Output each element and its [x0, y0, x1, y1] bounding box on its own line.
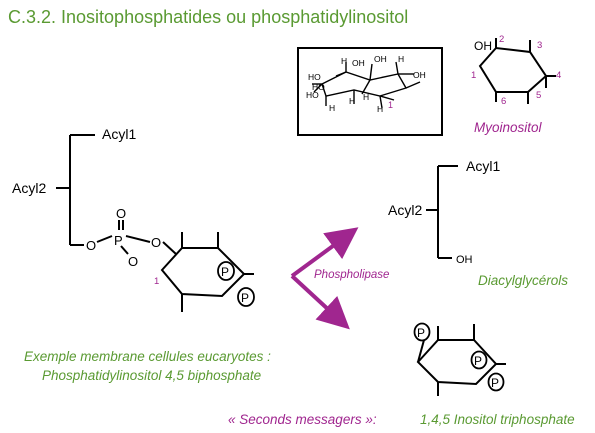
dag-backbone — [426, 165, 458, 259]
chair-structure-box: H OH OH H OH HO HO HO H H H H 1 — [297, 47, 443, 136]
phosphate-mark: P — [217, 261, 235, 281]
phosphate-mark: P — [470, 350, 488, 370]
svg-text:P: P — [474, 354, 482, 368]
position-number: 5 — [536, 90, 541, 101]
chair-label: H — [363, 92, 369, 102]
svg-text:P: P — [491, 376, 499, 390]
chair-label: HO — [312, 82, 325, 92]
dag-structure: Acyl1 Acyl2 OH — [388, 158, 500, 266]
page-title: C.3.2. Inositophosphatides ou phosphatid… — [8, 7, 409, 27]
phosphate-oxygen: O — [128, 254, 138, 269]
arrow-to-dag — [290, 227, 359, 278]
svg-text:P: P — [241, 291, 249, 305]
phospholipase-label: Phospholipase — [314, 269, 389, 281]
myoinositol-ring — [478, 38, 556, 104]
dag-acyl1-label: Acyl1 — [466, 158, 500, 174]
ip3-structure: P P P — [413, 322, 506, 396]
pip2-inositol-ring — [160, 232, 254, 312]
position-number: 6 — [501, 96, 506, 107]
chair-label: HO — [308, 72, 321, 82]
glycerol-backbone — [56, 134, 95, 246]
ester-oxygen: O — [151, 235, 161, 250]
chair-position-label: 1 — [388, 100, 393, 110]
dag-label: Diacylglycérols — [478, 273, 569, 288]
second-messengers-label: « Seconds messagers »: — [228, 412, 377, 427]
structure-frame — [297, 47, 443, 136]
position-number: 2 — [499, 34, 504, 45]
arrow-to-ip3 — [290, 274, 350, 330]
myoinositol-label: Myoinositol — [474, 120, 542, 135]
position-number: 1 — [471, 70, 476, 81]
phosphate-mark: P — [487, 372, 505, 392]
myoinositol-oh: OH — [474, 39, 492, 53]
pip2-caption-line1: Exemple membrane cellules eucaryotes : — [24, 349, 271, 364]
phosphate-mark: P — [413, 322, 431, 342]
chair-label: OH — [413, 70, 426, 80]
svg-text:P: P — [417, 326, 425, 340]
chair-label: H — [329, 103, 335, 113]
svg-text:P: P — [221, 265, 229, 279]
chair-ring — [312, 61, 421, 109]
phosphorus: P — [114, 233, 123, 248]
position-number: 4 — [556, 70, 561, 81]
chair-label: H — [349, 96, 355, 106]
chair-label: H — [398, 54, 404, 64]
phosphate-bonds — [96, 220, 151, 255]
dag-oh: OH — [456, 254, 473, 266]
phospholipase-arrows — [290, 227, 359, 330]
pip2-structure: Acyl1 Acyl2 O O P O O 1 P — [12, 126, 255, 312]
ester-oxygen: O — [86, 238, 96, 253]
phosphate-oxygen: O — [116, 206, 126, 221]
ip3-label: 1,4,5 Inositol triphosphate — [420, 412, 575, 427]
chair-label: H — [377, 104, 383, 114]
position-number: 1 — [154, 276, 159, 287]
position-number: 3 — [537, 40, 542, 51]
ip3-inositol-ring — [416, 324, 506, 396]
dag-acyl2-label: Acyl2 — [388, 202, 422, 218]
chair-label: OH — [374, 54, 387, 64]
phosphate-mark: P — [237, 287, 255, 307]
chair-label: OH — [352, 58, 365, 68]
chair-label: HO — [306, 90, 319, 100]
acyl1-label: Acyl1 — [102, 126, 136, 142]
chair-label: H — [341, 56, 347, 66]
acyl2-label: Acyl2 — [12, 180, 46, 196]
myoinositol-structure: OH 1 2 3 4 5 6 — [471, 34, 561, 107]
pip2-caption-line2: Phosphatidylinositol 4,5 biphosphate — [42, 368, 262, 383]
